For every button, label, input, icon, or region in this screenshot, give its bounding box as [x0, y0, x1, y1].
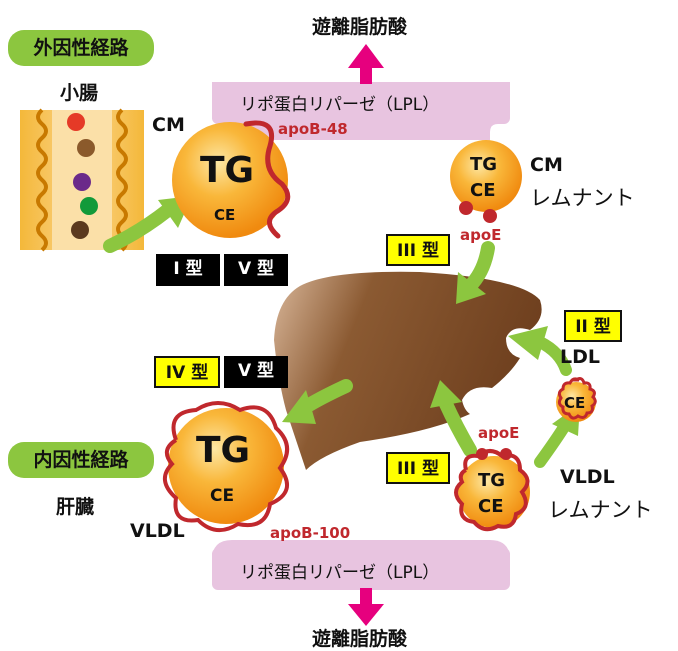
lpl-label-top: リポ蛋白リパーゼ（LPL）	[240, 95, 440, 115]
vldl-remnant-label-line1: VLDL	[560, 466, 615, 488]
ffa-label-top: 遊離脂肪酸	[312, 16, 408, 38]
lpl-band-bottom	[212, 540, 510, 590]
ldl-ce-text: CE	[564, 394, 586, 412]
arrow-liver-to-vldl	[282, 379, 353, 424]
ldl-label: LDL	[560, 346, 600, 368]
endogenous-pathway-label: 内因性経路	[8, 442, 154, 478]
liver-shape	[274, 271, 542, 470]
apoe-label-bottom: apoE	[478, 424, 520, 442]
dot-red	[67, 113, 85, 131]
vldl-tg-text: TG	[196, 430, 251, 471]
intestine-label: 小腸	[60, 82, 99, 104]
cm-remnant-particle	[450, 140, 522, 223]
type-4-box: IV 型	[154, 356, 220, 388]
apoe-label-top: apoE	[460, 226, 502, 244]
intestine-villi-illustration	[20, 108, 144, 252]
arrow-ldl-to-liver	[508, 326, 572, 376]
vldl-label: VLDL	[130, 520, 185, 542]
cm-remnant-ce-text: CE	[470, 180, 496, 201]
type-3-box-bottom: III 型	[386, 452, 450, 484]
vldl-remnant-particle	[454, 448, 530, 532]
vldl-remnant-tg-text: TG	[478, 470, 506, 491]
arrow-ffa-top	[348, 44, 384, 84]
type-1-box: I 型	[156, 254, 220, 286]
apob100-label: apoB-100	[270, 524, 351, 542]
cm-particle	[172, 120, 291, 239]
lpl-band-top	[212, 82, 510, 140]
lpl-label-bottom: リポ蛋白リパーゼ（LPL）	[240, 563, 440, 583]
exogenous-pathway-label: 外因性経路	[8, 30, 154, 66]
cm-remnant-tg-text: TG	[470, 154, 498, 175]
apob48-label: apoB-48	[278, 120, 348, 138]
type-5-box-top: V 型	[224, 254, 288, 286]
liver-label: 肝臓	[56, 496, 95, 518]
cm-remnant-label-line1: CM	[530, 154, 563, 176]
cm-tg-text: TG	[200, 150, 255, 191]
type-5-box-mid: V 型	[224, 356, 288, 388]
cm-remnant-label-line2: レムナント	[530, 186, 635, 210]
arrow-cm-remnant-to-liver	[456, 241, 495, 304]
type-3-box-top: III 型	[386, 234, 450, 266]
vldl-remnant-label-line2: レムナント	[548, 498, 653, 522]
vldl-particle	[163, 401, 290, 532]
cm-ce-text: CE	[214, 206, 236, 224]
ldl-particle	[556, 377, 597, 422]
arrow-ffa-bottom	[348, 588, 384, 626]
arrow-vldl-remnant-to-liver	[430, 380, 477, 457]
dot-darkbrown	[71, 221, 89, 239]
dot-purple	[73, 173, 91, 191]
vldl-ce-text: CE	[210, 486, 235, 506]
vldl-remnant-ce-text: CE	[478, 496, 504, 517]
dot-brown	[77, 139, 95, 157]
ffa-label-bottom: 遊離脂肪酸	[312, 628, 408, 650]
cm-label: CM	[152, 114, 185, 136]
type-2-box: II 型	[564, 310, 622, 342]
dot-green	[80, 197, 98, 215]
